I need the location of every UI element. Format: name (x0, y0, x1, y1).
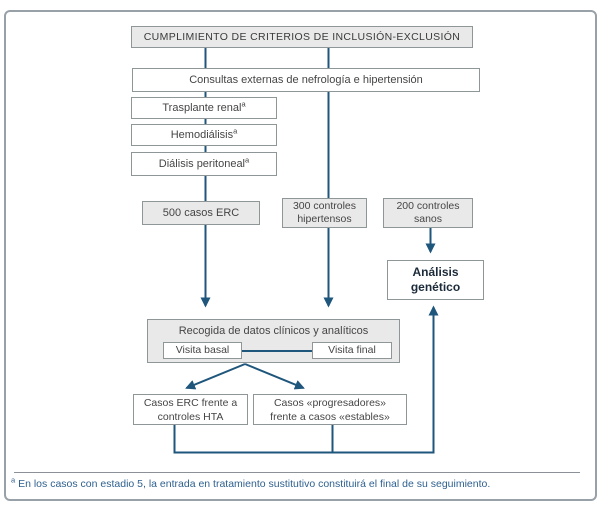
exclusion-box-hemodialisis: Hemodiálisisa (131, 124, 277, 146)
outer-frame (4, 10, 597, 501)
arrow-comparisons-to-genetico (173, 305, 439, 454)
hypertensive-controls-line2: hipertensos (297, 213, 352, 225)
hypertensive-controls-box: 300 controles hipertensos (282, 198, 367, 228)
exclusion-label-trasplante: Trasplante renala (162, 98, 246, 115)
footnote-mark: a (245, 154, 250, 164)
comparison-erc-hta-line1: Casos ERC frente a (143, 396, 238, 409)
comparison-progressors-line1: Casos «progresadores» (273, 396, 387, 409)
healthy-controls-box: 200 controles sanos (383, 198, 473, 228)
header-box: CUMPLIMIENTO DE CRITERIOS DE INCLUSIÓN-E… (131, 26, 473, 48)
exclusion-label-hemodialisis: Hemodiálisisa (170, 125, 238, 142)
footnote: a En los casos con estadio 5, la entrada… (11, 475, 586, 491)
hypertensive-controls-line1: 300 controles (292, 200, 357, 212)
genetic-analysis-line2: genético (410, 280, 461, 294)
comparison-progressors-box: Casos «progresadores» frente a casos «es… (253, 394, 407, 425)
exclusion-label-dialisis: Diálisis peritoneala (158, 154, 250, 171)
visit-connector-line (242, 350, 312, 352)
exclusion-text: Trasplante renal (162, 101, 242, 114)
footnote-divider (14, 472, 580, 473)
healthy-controls-line1: 200 controles (396, 200, 460, 212)
comparison-progressors-line2: frente a casos «estables» (270, 410, 390, 423)
consultas-label: Consultas externas de nefrología e hiper… (189, 73, 423, 86)
comparison-erc-hta-box: Casos ERC frente a controles HTA (133, 394, 248, 425)
exclusion-box-dialisis: Diálisis peritoneala (131, 152, 277, 176)
genetic-analysis-box: Análisis genético (387, 260, 484, 300)
data-collection-title: Recogida de datos clínicos y analíticos (178, 325, 369, 337)
footnote-mark: a (233, 125, 238, 135)
genetic-analysis-line1: Análisis (412, 265, 459, 279)
exclusion-text: Hemodiálisis (170, 128, 234, 141)
erc-cases-box: 500 casos ERC (142, 201, 260, 225)
baseline-visit-box: Visita basal (163, 342, 242, 359)
footnote-mark: a (241, 98, 246, 108)
exclusion-box-trasplante: Trasplante renala (131, 97, 277, 119)
header-label: CUMPLIMIENTO DE CRITERIOS DE INCLUSIÓN-E… (143, 30, 461, 43)
footnote-mark: a (11, 475, 16, 485)
arrow-recogida-to-progresadores (244, 363, 305, 390)
consultas-box: Consultas externas de nefrología e hiper… (132, 68, 480, 92)
comparison-erc-hta-line2: controles HTA (157, 410, 224, 423)
final-visit-label: Visita final (328, 344, 376, 356)
healthy-controls-line2: sanos (413, 213, 443, 225)
footnote-text: En los casos con estadio 5, la entrada e… (15, 478, 491, 490)
final-visit-box: Visita final (312, 342, 392, 359)
erc-cases-label: 500 casos ERC (162, 206, 240, 219)
exclusion-text: Diálisis peritoneal (158, 157, 246, 170)
arrow-recogida-to-erc-hta (185, 363, 246, 390)
baseline-visit-label: Visita basal (175, 344, 230, 356)
